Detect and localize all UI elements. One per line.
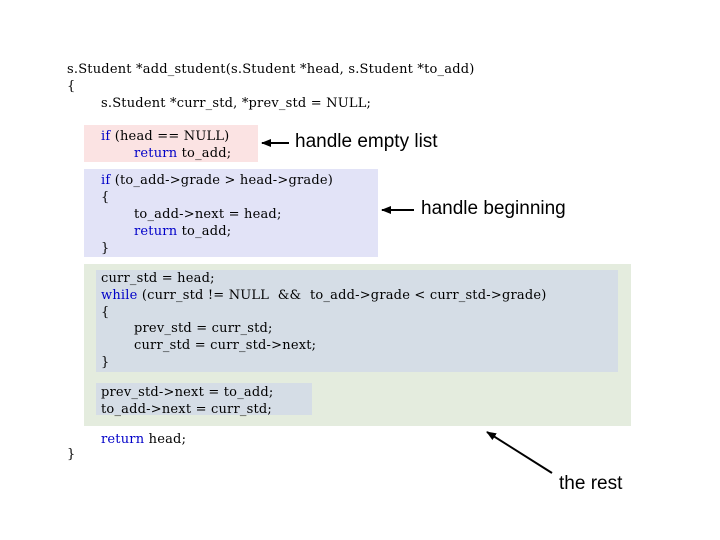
rest-annotation: the rest (559, 473, 623, 494)
if-keyword: if (101, 173, 111, 188)
rest-while: while (curr_std != NULL && to_add->grade… (101, 287, 547, 304)
final-return-text: head; (144, 432, 187, 447)
beginning-highlight (84, 169, 378, 257)
beginning-return: return to_add; (134, 223, 231, 240)
if-keyword: if (101, 129, 111, 144)
empty-list-condition: if (head == NULL) (101, 128, 229, 145)
beginning-close-brace: } (101, 241, 110, 256)
function-signature: s.Student *add_student(s.Student *head, … (67, 62, 475, 77)
variable-declaration: s.Student *curr_std, *prev_std = NULL; (101, 96, 372, 111)
beginning-open-brace: { (101, 190, 110, 205)
link-highlight (96, 383, 312, 415)
beginning-condition-text: (to_add->grade > head->grade) (110, 173, 334, 188)
function-close-brace: } (67, 447, 76, 462)
return-keyword: return (101, 432, 145, 447)
rest-open-brace: { (101, 305, 110, 320)
while-keyword: while (101, 288, 138, 303)
rest-init: curr_std = head; (101, 271, 215, 286)
final-return: return head; (101, 431, 186, 448)
empty-list-annotation: handle empty list (295, 131, 438, 152)
rest-curr-assign: curr_std = curr_std->next; (134, 338, 317, 353)
return-keyword: return (134, 224, 178, 239)
loop-highlight (96, 270, 618, 372)
empty-list-return-text: to_add; (177, 146, 232, 161)
empty-list-condition-text: (head == NULL) (110, 129, 230, 144)
rest-while-text: (curr_std != NULL && to_add->grade < cur… (137, 288, 547, 303)
rest-arrow (486, 431, 553, 474)
rest-prev-assign: prev_std = curr_std; (134, 321, 273, 336)
empty-list-highlight (84, 125, 258, 162)
beginning-annotation: handle beginning (421, 198, 566, 219)
return-keyword: return (134, 146, 178, 161)
rest-close-brace: } (101, 355, 110, 370)
beginning-condition: if (to_add->grade > head->grade) (101, 172, 333, 189)
beginning-assign: to_add->next = head; (134, 207, 282, 222)
empty-list-return: return to_add; (134, 145, 231, 162)
link-prev: prev_std->next = to_add; (101, 385, 274, 400)
function-open-brace: { (67, 79, 76, 94)
beginning-return-text: to_add; (177, 224, 232, 239)
link-next: to_add->next = curr_std; (101, 402, 272, 417)
